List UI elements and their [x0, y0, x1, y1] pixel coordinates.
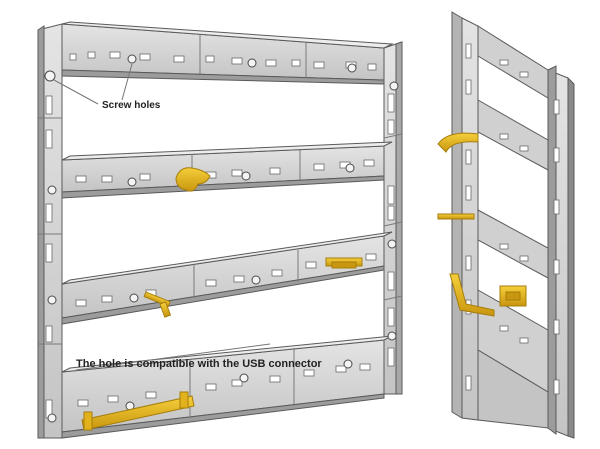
- hook-icon: [449, 273, 495, 317]
- screw-hole-icon: [387, 239, 397, 249]
- hook-icon: [81, 391, 195, 431]
- usb-note-label: The hole is compatible with the USB conn…: [76, 358, 322, 370]
- hooks-side: [437, 132, 527, 317]
- hook-icon: [175, 167, 211, 192]
- side-rail-3: [477, 209, 549, 279]
- side-frame: [451, 11, 575, 439]
- front-frame: [37, 21, 403, 439]
- screw-holes: [44, 54, 399, 423]
- screw-hole-icon: [239, 373, 249, 383]
- hooks-front: [81, 167, 363, 431]
- hook-icon: [499, 285, 527, 307]
- screw-hole-icon: [347, 63, 357, 73]
- screw-hole-icon: [127, 177, 137, 187]
- screw-hole-icon: [47, 413, 57, 423]
- screw-hole-icon: [127, 54, 137, 64]
- slots: [45, 51, 395, 419]
- screw-hole-icon: [47, 185, 57, 195]
- screw-holes-label: Screw holes: [102, 100, 161, 111]
- screw-hole-icon: [247, 58, 257, 68]
- screw-hole-icon: [44, 70, 56, 82]
- screw-hole-icon: [343, 359, 353, 369]
- screw-hole-icon: [387, 331, 397, 341]
- screw-hole-icon: [345, 163, 355, 173]
- screw-hole-icon: [47, 295, 57, 305]
- hook-icon: [437, 132, 479, 153]
- hook-icon: [143, 291, 172, 318]
- screw-hole-icon: [389, 81, 399, 91]
- callout-lines: [53, 63, 271, 371]
- screw-hole-icon: [129, 293, 139, 303]
- screw-hole-icon: [241, 171, 251, 181]
- screw-hole-icon: [251, 275, 261, 285]
- hook-icon: [325, 257, 363, 269]
- side-rail-top: [477, 25, 549, 99]
- hook-icon: [437, 213, 475, 220]
- side-rail-2: [477, 99, 549, 171]
